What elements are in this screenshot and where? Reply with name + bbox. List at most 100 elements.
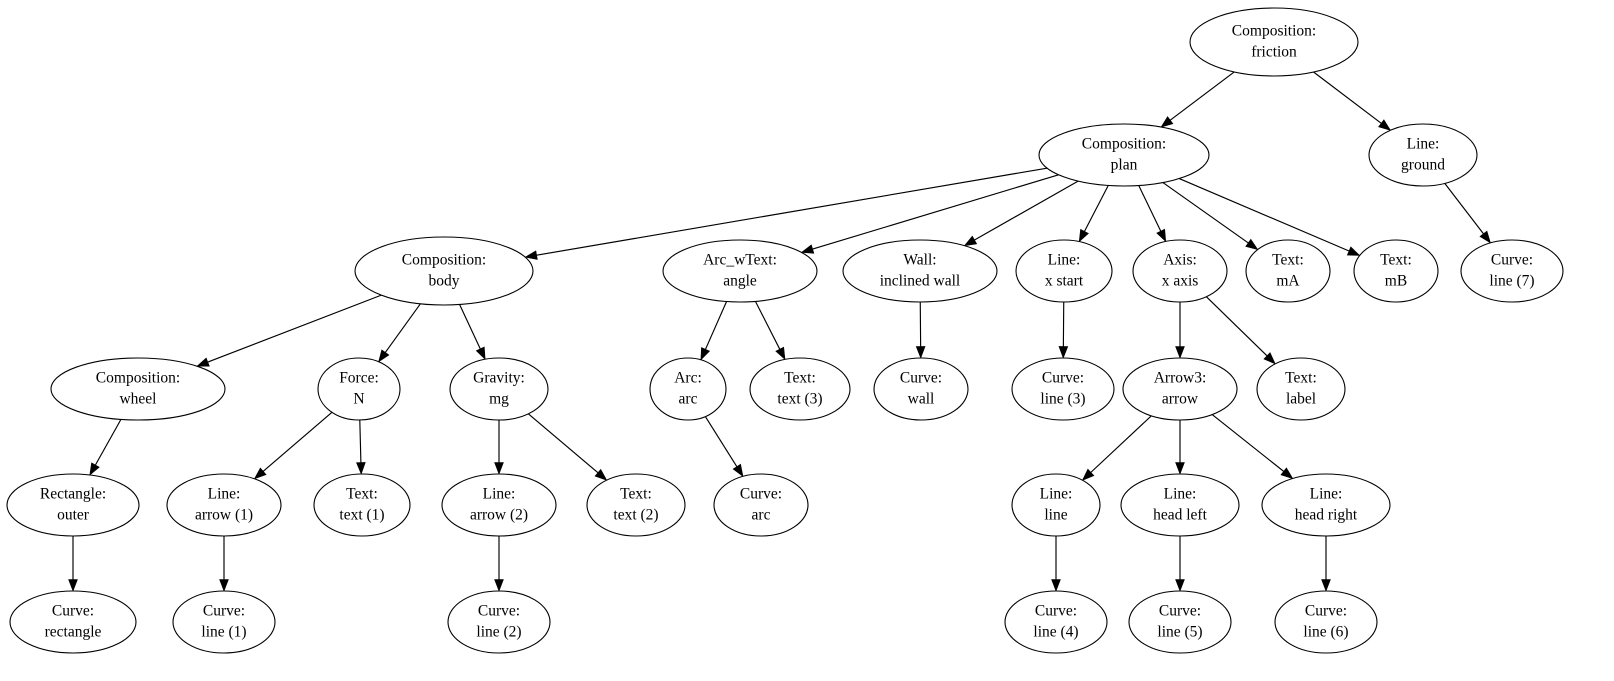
edge-line [384, 303, 421, 353]
graph-edge [1321, 536, 1331, 592]
node-ellipse[interactable] [172, 590, 276, 654]
edge-arrowhead-icon [1078, 228, 1089, 243]
edge-arrowhead-icon [1263, 352, 1276, 365]
node-ellipse[interactable] [449, 357, 549, 421]
graph-node-xstart[interactable]: Line:x start [1015, 239, 1113, 303]
node-ellipse[interactable] [9, 590, 137, 654]
edge-arrowhead-icon [1160, 116, 1174, 128]
graph-node-ground[interactable]: Line:ground [1368, 123, 1478, 187]
edge-arrowhead-icon [356, 462, 366, 475]
node-label-type: Text: [1380, 252, 1412, 269]
graph-node-text1[interactable]: Text:text (1) [313, 473, 411, 537]
graph-edge [1138, 185, 1167, 243]
graph-node-curverect[interactable]: Curve:rectangle [9, 590, 137, 654]
node-label-name: line (1) [201, 624, 246, 641]
graph-node-outer[interactable]: Rectangle:outer [6, 473, 140, 537]
node-ellipse[interactable] [317, 357, 401, 421]
node-ellipse[interactable] [713, 473, 809, 537]
graph-node-line3[interactable]: Curve:line (3) [1011, 357, 1115, 421]
edge-layer [68, 71, 1491, 592]
graph-node-angle[interactable]: Arc_wText:angle [662, 239, 818, 303]
edge-arrowhead-icon [475, 346, 486, 361]
graph-node-text2[interactable]: Text:text (2) [586, 473, 686, 537]
node-ellipse[interactable] [1004, 590, 1108, 654]
graph-node-mA[interactable]: Text:mA [1245, 239, 1331, 303]
graph-node-curveline1[interactable]: Curve:line (1) [172, 590, 276, 654]
graph-edge [1175, 302, 1185, 359]
node-ellipse[interactable] [1274, 590, 1378, 654]
edge-line [1179, 178, 1350, 252]
graph-node-body[interactable]: Composition:body [354, 236, 534, 306]
node-ellipse[interactable] [842, 239, 998, 303]
graph-node-text3[interactable]: Text:text (3) [749, 357, 851, 421]
node-ellipse[interactable] [873, 357, 969, 421]
graph-node-curveline2[interactable]: Curve:line (2) [447, 590, 551, 654]
graph-node-mB[interactable]: Text:mB [1353, 239, 1439, 303]
node-ellipse[interactable] [1011, 357, 1115, 421]
graph-node-curveline6[interactable]: Curve:line (6) [1274, 590, 1378, 654]
graph-node-xaxis[interactable]: Axis:x axis [1132, 239, 1228, 303]
edge-arrowhead-icon [963, 235, 978, 247]
node-label-name: mg [489, 391, 509, 408]
graph-node-friction[interactable]: Composition:friction [1189, 7, 1359, 77]
graph-node-curveline5[interactable]: Curve:line (5) [1128, 590, 1232, 654]
node-label-type: Line: [1164, 486, 1197, 503]
node-ellipse[interactable] [1122, 357, 1238, 421]
graph-node-lineline[interactable]: Line:line [1011, 473, 1101, 537]
graph-node-headleft[interactable]: Line:head left [1120, 473, 1240, 537]
node-ellipse[interactable] [586, 473, 686, 537]
graph-node-arrow2[interactable]: Line:arrow (2) [441, 473, 557, 537]
node-ellipse[interactable] [1368, 123, 1478, 187]
node-ellipse[interactable] [50, 357, 226, 421]
node-ellipse[interactable] [1353, 239, 1439, 303]
graph-node-line7[interactable]: Curve:line (7) [1460, 239, 1564, 303]
node-ellipse[interactable] [1011, 473, 1101, 537]
node-ellipse[interactable] [1189, 7, 1359, 77]
graph-node-plan[interactable]: Composition:plan [1038, 123, 1210, 187]
graph-node-arrow3[interactable]: Arrow3:arrow [1122, 357, 1238, 421]
node-ellipse[interactable] [749, 357, 851, 421]
graph-edge [754, 301, 786, 361]
graph-node-curvearc[interactable]: Curve:arc [713, 473, 809, 537]
node-label-type: Composition: [402, 252, 486, 269]
node-label-type: Curve: [1491, 252, 1533, 269]
node-ellipse[interactable] [649, 357, 727, 421]
graph-node-arc[interactable]: Arc:arc [649, 357, 727, 421]
edge-line [704, 416, 738, 467]
graph-edge [704, 416, 744, 478]
node-label-name: ground [1401, 157, 1445, 174]
graph-node-curveline4[interactable]: Curve:line (4) [1004, 590, 1108, 654]
graph-node-headright[interactable]: Line:head right [1261, 473, 1391, 537]
node-ellipse[interactable] [1132, 239, 1228, 303]
node-label-name: text (3) [777, 391, 822, 408]
node-ellipse[interactable] [354, 236, 534, 306]
node-label-type: Line: [483, 486, 516, 503]
node-label-name: text (1) [339, 507, 384, 524]
graph-node-wheel[interactable]: Composition:wheel [50, 357, 226, 421]
graph-node-inclinedwall[interactable]: Wall:inclined wall [842, 239, 998, 303]
graph-node-label[interactable]: Text:label [1256, 357, 1346, 421]
node-ellipse[interactable] [1245, 239, 1331, 303]
node-ellipse[interactable] [1015, 239, 1113, 303]
node-ellipse[interactable] [6, 473, 140, 537]
node-label-type: Composition: [1232, 23, 1316, 40]
graph-edge [196, 294, 382, 367]
graph-node-arrow1[interactable]: Line:arrow (1) [166, 473, 282, 537]
edge-line [1313, 71, 1382, 124]
node-ellipse[interactable] [1038, 123, 1210, 187]
node-ellipse[interactable] [1256, 357, 1346, 421]
node-ellipse[interactable] [447, 590, 551, 654]
node-ellipse[interactable] [662, 239, 818, 303]
node-ellipse[interactable] [313, 473, 411, 537]
node-ellipse[interactable] [1128, 590, 1232, 654]
node-ellipse[interactable] [1460, 239, 1564, 303]
node-ellipse[interactable] [1261, 473, 1391, 537]
node-ellipse[interactable] [1120, 473, 1240, 537]
node-label-name: x start [1045, 273, 1084, 290]
node-ellipse[interactable] [166, 473, 282, 537]
node-ellipse[interactable] [441, 473, 557, 537]
graph-node-forceN[interactable]: Force:N [317, 357, 401, 421]
graph-node-gravitymg[interactable]: Gravity:mg [449, 357, 549, 421]
graph-node-curvewall[interactable]: Curve:wall [873, 357, 969, 421]
